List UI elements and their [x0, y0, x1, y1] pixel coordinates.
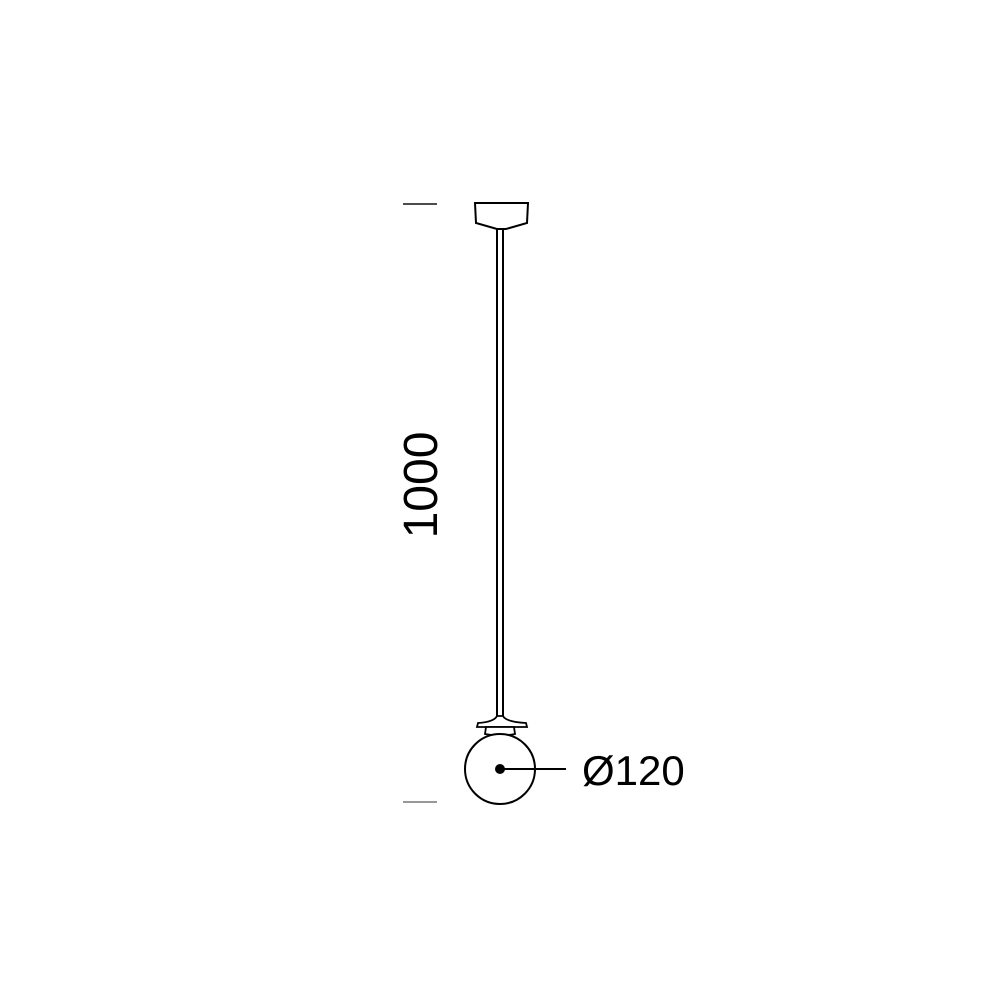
height-dimension-label: 1000 [395, 432, 448, 539]
diameter-label: Ø120 [582, 747, 685, 794]
ceiling-canopy [473, 202, 530, 230]
lamp-collar [475, 715, 529, 728]
